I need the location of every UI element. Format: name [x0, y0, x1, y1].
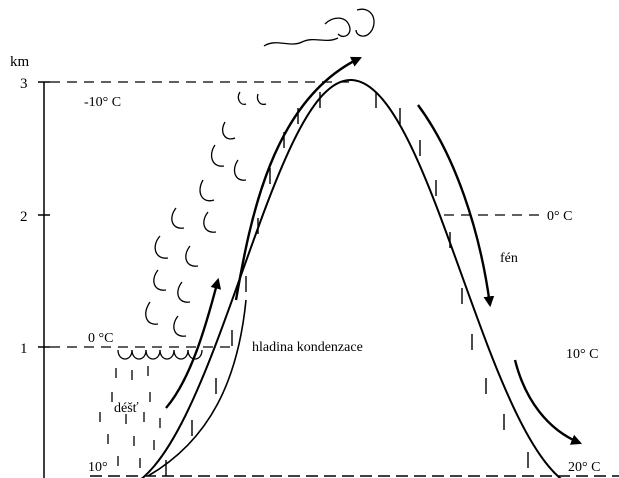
- windward-rising-arrow-upper: [236, 58, 360, 300]
- rain-label: déšť: [114, 401, 139, 416]
- axis-tick-label-2: 2: [20, 209, 28, 225]
- condensation-level-label: hladina kondenzace: [252, 340, 363, 355]
- cloud-formation: [146, 9, 374, 336]
- mountain-profile: [120, 80, 582, 478]
- temp-label-2km-lee: 0° C: [547, 209, 572, 224]
- temp-label-base-lee: 20° C: [568, 460, 600, 475]
- condensation-level-cloud-base: [118, 350, 202, 359]
- axis-tick-label-3: 3: [20, 76, 28, 92]
- axis-unit-label: km: [10, 54, 30, 70]
- temp-label-1km: 0 °C: [88, 331, 113, 346]
- windward-flow-arrow-lower: [148, 300, 246, 476]
- temp-label-lee-mid: 10° C: [566, 347, 598, 362]
- temp-label-3km: -10° C: [84, 95, 121, 110]
- mountain-hatching: [166, 92, 528, 476]
- rain-streaks: [100, 366, 160, 468]
- temp-label-base-windward: 10°: [88, 460, 108, 475]
- windward-rising-arrow-lower: [166, 280, 218, 408]
- foehn-label: fén: [500, 251, 518, 266]
- lee-descending-arrow-upper: [418, 105, 490, 305]
- axis-tick-label-1: 1: [20, 341, 28, 357]
